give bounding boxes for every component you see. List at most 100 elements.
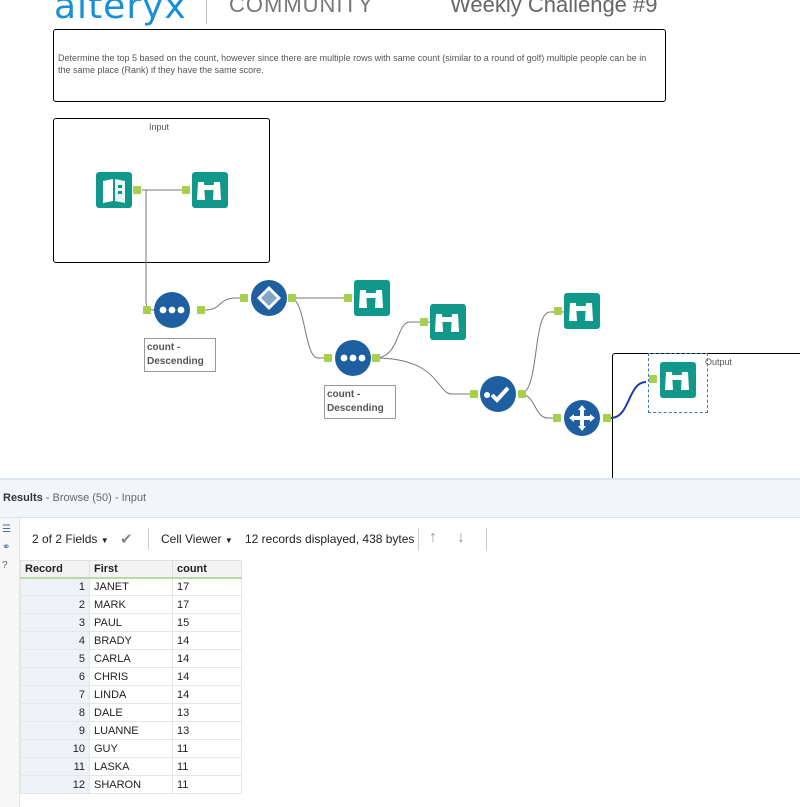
record-cell[interactable]: 1 [20,577,90,596]
record-cell[interactable]: 3 [20,613,90,632]
help-icon[interactable]: ? [2,560,8,571]
table-header-row: Record First count [20,560,242,579]
sort-tool-1-annotation: count - Descending [144,338,216,372]
count-cell[interactable]: 14 [172,649,242,668]
checkmark-icon[interactable]: ✔ [120,531,133,548]
record-cell[interactable]: 9 [20,721,90,740]
browse-tool-output-selected[interactable] [648,353,708,413]
results-panel: Results - Browse (50) - Input ☰ ⚭ ? 2 of… [0,478,800,807]
record-cell[interactable]: 2 [20,595,90,614]
first-cell[interactable]: GUY [89,739,173,758]
binoculars-icon [182,172,228,208]
column-header-count[interactable]: count [172,560,242,579]
sort-tool-2-annotation: count - Descending [324,385,396,419]
record-cell[interactable]: 11 [20,757,90,776]
multi-row-formula-tool[interactable] [470,376,526,419]
browse-tool-multirow[interactable] [554,293,602,336]
count-cell[interactable]: 17 [172,577,242,596]
count-cell[interactable]: 13 [172,703,242,722]
first-cell[interactable]: CHRIS [89,667,173,686]
list-icon[interactable]: ☰ [2,524,11,535]
first-cell[interactable]: SHARON [89,775,173,794]
select-tool[interactable] [553,400,613,443]
checkmark-icon [470,376,526,412]
record-cell[interactable]: 4 [20,631,90,650]
comment-text: Determine the top 5 based on the count, … [58,53,647,75]
browse-tool-sort2[interactable] [420,304,468,347]
sort-icon [143,292,205,328]
record-cell[interactable]: 12 [20,775,90,794]
move-arrows-icon [553,400,611,436]
unique-tool[interactable] [240,280,296,323]
first-cell[interactable]: LINDA [89,685,173,704]
results-title: Results [3,492,43,504]
workflow-canvas[interactable]: alteryx COMMUNITY Weekly Challenge #9 De… [0,0,800,478]
comment-box[interactable]: Determine the top 5 based on the count, … [53,29,666,102]
browse-tool-unique[interactable] [344,280,392,323]
toolbar-divider [148,528,149,550]
input-data-tool[interactable] [96,172,148,215]
first-cell[interactable]: MARK [89,595,173,614]
first-cell[interactable]: LASKA [89,757,173,776]
count-cell[interactable]: 11 [172,739,242,758]
alteryx-logo: alteryx [54,0,187,27]
count-cell[interactable]: 14 [172,685,242,704]
challenge-title: Weekly Challenge #9 [450,0,658,17]
first-cell[interactable]: DALE [89,703,173,722]
count-cell[interactable]: 14 [172,631,242,650]
community-label: COMMUNITY [229,0,374,17]
results-sidebar: ☰ ⚭ ? [0,518,20,807]
input-container[interactable]: Input [53,118,270,263]
record-cell[interactable]: 8 [20,703,90,722]
browse-tool-input[interactable] [182,172,230,215]
results-toolbar: 2 of 2 Fields ▼ ✔ Cell Viewer ▼ 12 recor… [20,518,800,560]
record-cell[interactable]: 6 [20,667,90,686]
first-cell[interactable]: CARLA [89,649,173,668]
count-cell[interactable]: 11 [172,775,242,794]
record-cell[interactable]: 10 [20,739,90,758]
toolbar-divider [486,528,487,550]
wire-sort2-browse [374,321,436,359]
wire-select-output-selected [610,381,647,419]
count-cell[interactable]: 11 [172,757,242,776]
record-cell[interactable]: 7 [20,685,90,704]
chevron-down-icon: ▼ [100,536,109,545]
arrow-up-icon[interactable]: ↑ [429,529,437,546]
wire-multirow-browse [519,311,568,395]
column-header-record[interactable]: Record [20,560,90,579]
column-header-first[interactable]: First [89,560,173,579]
sort-tool-1[interactable] [143,292,207,335]
count-cell[interactable]: 14 [172,667,242,686]
book-icon [96,172,141,208]
results-header: Results - Browse (50) - Input [0,480,800,518]
wire-sort2-multirow [374,357,476,395]
first-cell[interactable]: JANET [89,577,173,596]
first-cell[interactable]: LUANNE [89,721,173,740]
count-cell[interactable]: 13 [172,721,242,740]
sort-tool-2[interactable] [324,340,384,383]
cell-viewer-dropdown[interactable]: Cell Viewer ▼ [161,532,233,546]
count-cell[interactable]: 15 [172,613,242,632]
fields-dropdown[interactable]: 2 of 2 Fields ▼ [32,532,109,546]
binoculars-icon [420,304,466,340]
first-cell[interactable]: BRADY [89,631,173,650]
record-cell[interactable]: 5 [20,649,90,668]
chevron-down-icon: ▼ [224,536,233,545]
first-cell[interactable]: PAUL [89,613,173,632]
count-cell[interactable]: 17 [172,595,242,614]
wire-sort1-unique [204,297,246,311]
arrow-down-icon[interactable]: ↓ [457,529,465,546]
binoculars-icon[interactable]: ⚭ [2,542,11,553]
